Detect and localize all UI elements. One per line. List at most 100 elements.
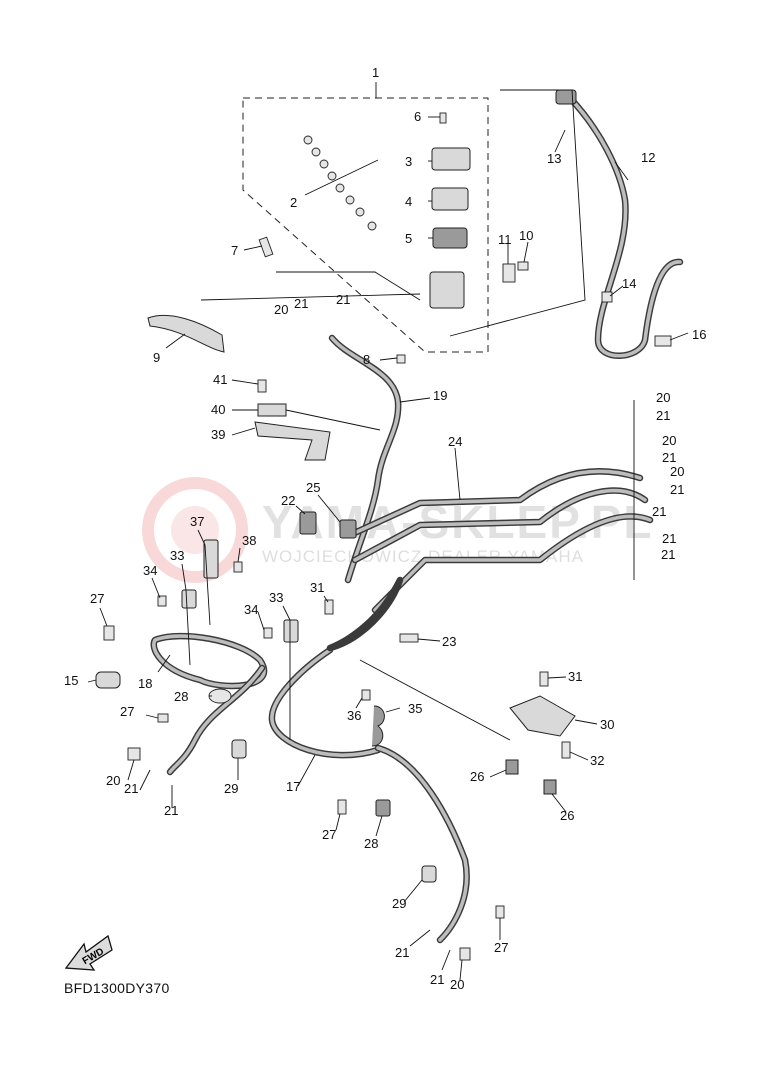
callout-c21j: 21 [164,803,178,818]
brackets-fittings [95,89,672,961]
callout-c17: 17 [286,779,300,794]
bolt-16 [654,335,672,347]
callout-c21d: 21 [662,450,676,465]
callout-c26b: 26 [560,808,574,823]
callout-c34b: 34 [244,602,258,617]
callout-c12: 12 [641,150,655,165]
diagram-code: BFD1300DY370 [64,980,170,996]
hose-18 [150,632,267,690]
callout-c21b: 21 [336,292,350,307]
callout-c35: 35 [408,701,422,716]
switch-11 [502,263,516,283]
callout-c29a: 29 [224,781,238,796]
callout-c40: 40 [211,402,225,417]
screw-10 [517,261,529,271]
callout-c21e: 21 [670,482,684,497]
clip-27a [103,625,115,641]
master-cylinder-kit-frame [242,97,489,353]
callout-c14: 14 [622,276,636,291]
master-cylinder-body [429,271,465,309]
grommet-15 [95,671,121,689]
callout-c20e: 20 [106,773,120,788]
callout-c22: 22 [281,493,295,508]
clamp-33a [181,589,197,609]
bolt-34b [263,627,273,639]
guide-29a [231,739,247,759]
bolt-31a [324,599,334,615]
bolt-36 [361,689,371,701]
bolt-41 [257,379,267,393]
callout-c11: 11 [498,232,512,247]
callout-c31b: 31 [568,669,582,684]
callout-c21c: 21 [656,408,670,423]
callout-c27a: 27 [90,591,104,606]
watermark-logo [142,477,248,583]
callout-c21h: 21 [661,547,675,562]
bracket-40 [257,403,287,417]
callout-c20f: 20 [450,977,464,992]
callout-c4: 4 [405,194,412,209]
bracket-30 [509,695,576,737]
bolt-20-left [127,747,141,761]
diaphragm-4 [431,187,469,211]
joint-25 [339,519,357,539]
callout-c21g: 21 [662,531,676,546]
bolt-31b [539,671,549,687]
callout-c6: 6 [414,109,421,124]
callout-c33b: 33 [269,590,283,605]
fwd-arrow: FWD [64,934,113,971]
grommet-26b [543,779,557,795]
callout-c8: 8 [363,352,370,367]
guide-29b [421,865,437,883]
plate-5 [432,227,468,249]
callout-c18: 18 [138,676,152,691]
callout-c21i: 21 [124,781,138,796]
clip-27c [337,799,347,815]
callout-c5: 5 [405,231,412,246]
master-cylinder-parts [147,112,529,364]
callout-c33a: 33 [170,548,184,563]
hose-front-lower [374,744,470,944]
callout-c2: 2 [290,195,297,210]
callout-c34a: 34 [143,563,157,578]
callout-c28b: 28 [364,836,378,851]
callout-c26a: 26 [470,769,484,784]
bolt-34a [157,595,167,607]
joint-14 [601,291,613,303]
screw-6 [439,112,447,124]
callout-c20a: 20 [274,302,288,317]
bolt-32 [561,741,571,759]
callout-c31a: 31 [310,580,324,595]
callout-c24: 24 [448,434,462,449]
callout-c30: 30 [600,717,614,732]
callout-c21f: 21 [652,504,666,519]
bolt-38 [233,561,243,573]
clip-35 [371,705,385,747]
callout-c3: 3 [405,154,412,169]
callout-c21k: 21 [395,945,409,960]
kit-2-parts [303,135,377,231]
callout-c15: 15 [64,673,78,688]
callout-c1: 1 [372,65,379,80]
clamp-28b [375,799,391,817]
callout-c39: 39 [211,427,225,442]
callout-c32: 32 [590,753,604,768]
fwd-arrow-icon [64,934,113,971]
hose-center [326,576,404,652]
clamp-22 [299,511,317,535]
clip-27d [495,905,505,919]
callout-c28a: 28 [174,689,188,704]
lever-9 [147,314,225,353]
callout-c38: 38 [242,533,256,548]
grommet-26a [505,759,519,775]
callout-c27d: 27 [494,940,508,955]
callout-c21a: 21 [294,296,308,311]
brake-hoses [150,94,684,944]
callout-c20c: 20 [662,433,676,448]
callout-c13: 13 [547,151,561,166]
reservoir-cap-3 [431,147,471,171]
bolt-8 [396,354,406,364]
